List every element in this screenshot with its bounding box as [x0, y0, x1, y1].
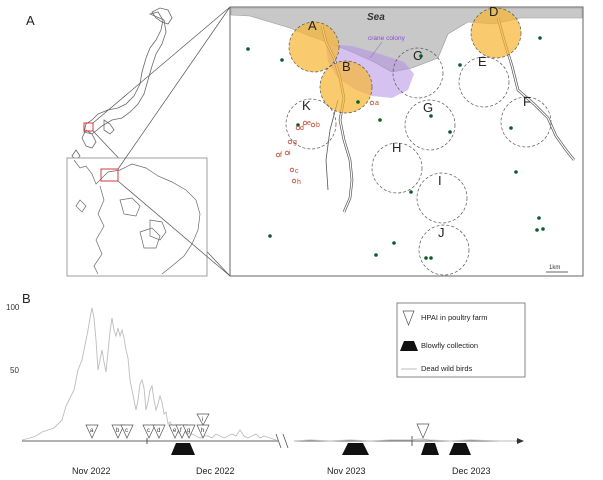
triangle-label-i: i — [202, 417, 203, 423]
triangle-label-c2: c — [147, 428, 150, 434]
sampling-points — [246, 36, 545, 260]
triangle-label-e: e — [173, 428, 177, 434]
zone-a-circle — [288, 21, 340, 73]
y-tick-100: 100 — [6, 303, 20, 312]
triangle-label-a: a — [90, 428, 94, 434]
y-tick-50: 50 — [10, 366, 19, 375]
month-dec-2022: Dec 2022 — [196, 466, 235, 476]
triangle-label-g: g — [187, 428, 190, 434]
farm-g-label: g — [293, 139, 297, 146]
legend-dead-birds-label: Dead wild birds — [421, 364, 473, 373]
dead-birds-line-2023 — [293, 438, 516, 442]
legend-hpai-label: HPAI in poultry farm — [421, 313, 488, 322]
hpai-triangles — [85, 413, 430, 439]
farm-b-label: b — [316, 122, 320, 129]
legend-blowfly-label: Blowfly collection — [421, 341, 478, 350]
zone-k-label: K — [302, 98, 311, 113]
zone-e-label: E — [478, 54, 487, 69]
month-nov-2023: Nov 2023 — [327, 466, 366, 476]
zone-d-label: D — [489, 4, 498, 19]
scale-label: 1km — [549, 265, 560, 271]
kyushu-locator-box — [100, 168, 119, 182]
zone-i-label: I — [438, 173, 442, 188]
poultry-farms — [275, 100, 375, 184]
farm-e-label: e — [307, 120, 311, 127]
zone-k-circle — [285, 98, 337, 150]
zoom-line-a — [117, 6, 231, 170]
crane-colony-label: crane colony — [368, 35, 406, 42]
triangle-label-f: f — [180, 428, 182, 434]
zone-f-label: F — [523, 94, 531, 109]
blowfly-markers — [171, 443, 471, 455]
zone-c-label: C — [413, 48, 422, 63]
zone-j-circle — [418, 224, 470, 276]
zone-h-circle — [371, 142, 423, 194]
zone-g-label: G — [423, 100, 433, 115]
zone-c-circle — [392, 47, 444, 99]
zone-f-circle — [500, 96, 552, 148]
zone-g-circle — [404, 99, 456, 151]
farm-i-label: i — [289, 150, 291, 157]
farm-h-label: h — [297, 179, 301, 186]
legend-hpai-icon — [402, 310, 415, 326]
panel-b-label: B — [22, 291, 31, 306]
legend-blowfly-icon — [400, 341, 418, 351]
zoom-line-upper — [92, 6, 231, 124]
month-dec-2023: Dec 2023 — [452, 466, 491, 476]
farm-f-label: f — [280, 152, 282, 159]
zone-j-label: J — [438, 225, 445, 240]
panel-a-label: A — [26, 13, 35, 28]
farm-d-label: d — [300, 125, 304, 132]
zone-b-label: B — [342, 59, 351, 74]
axis-break — [275, 433, 289, 449]
zone-i-circle — [416, 172, 468, 224]
triangle-label-c1: c — [125, 428, 128, 434]
farm-c-label: c — [295, 168, 299, 175]
dead-birds-line — [21, 307, 277, 441]
legend: HPAI in poultry farm Blowfly collection … — [396, 302, 526, 378]
kyushu-inset-frame — [66, 157, 208, 277]
kyushu-map — [73, 159, 201, 275]
zone-a-label: A — [308, 18, 317, 33]
zone-d-circle — [470, 7, 522, 59]
legend-box — [396, 302, 526, 378]
farm-a-label: a — [375, 100, 379, 107]
month-nov-2022: Nov 2022 — [72, 466, 111, 476]
x-axis-arrow — [517, 438, 524, 444]
zone-e-circle — [458, 56, 510, 108]
triangle-label-b: b — [116, 428, 120, 434]
zone-b-circle — [319, 60, 373, 114]
detail-map: Sea crane colony — [229, 4, 584, 277]
sea-label: Sea — [367, 12, 385, 23]
triangle-label-h: h — [201, 428, 204, 434]
zoom-line-b — [117, 180, 231, 277]
japan-locator-box — [83, 122, 94, 132]
zone-h-label: H — [392, 140, 401, 155]
triangle-label-d: d — [157, 428, 160, 434]
japan-map — [71, 7, 173, 161]
